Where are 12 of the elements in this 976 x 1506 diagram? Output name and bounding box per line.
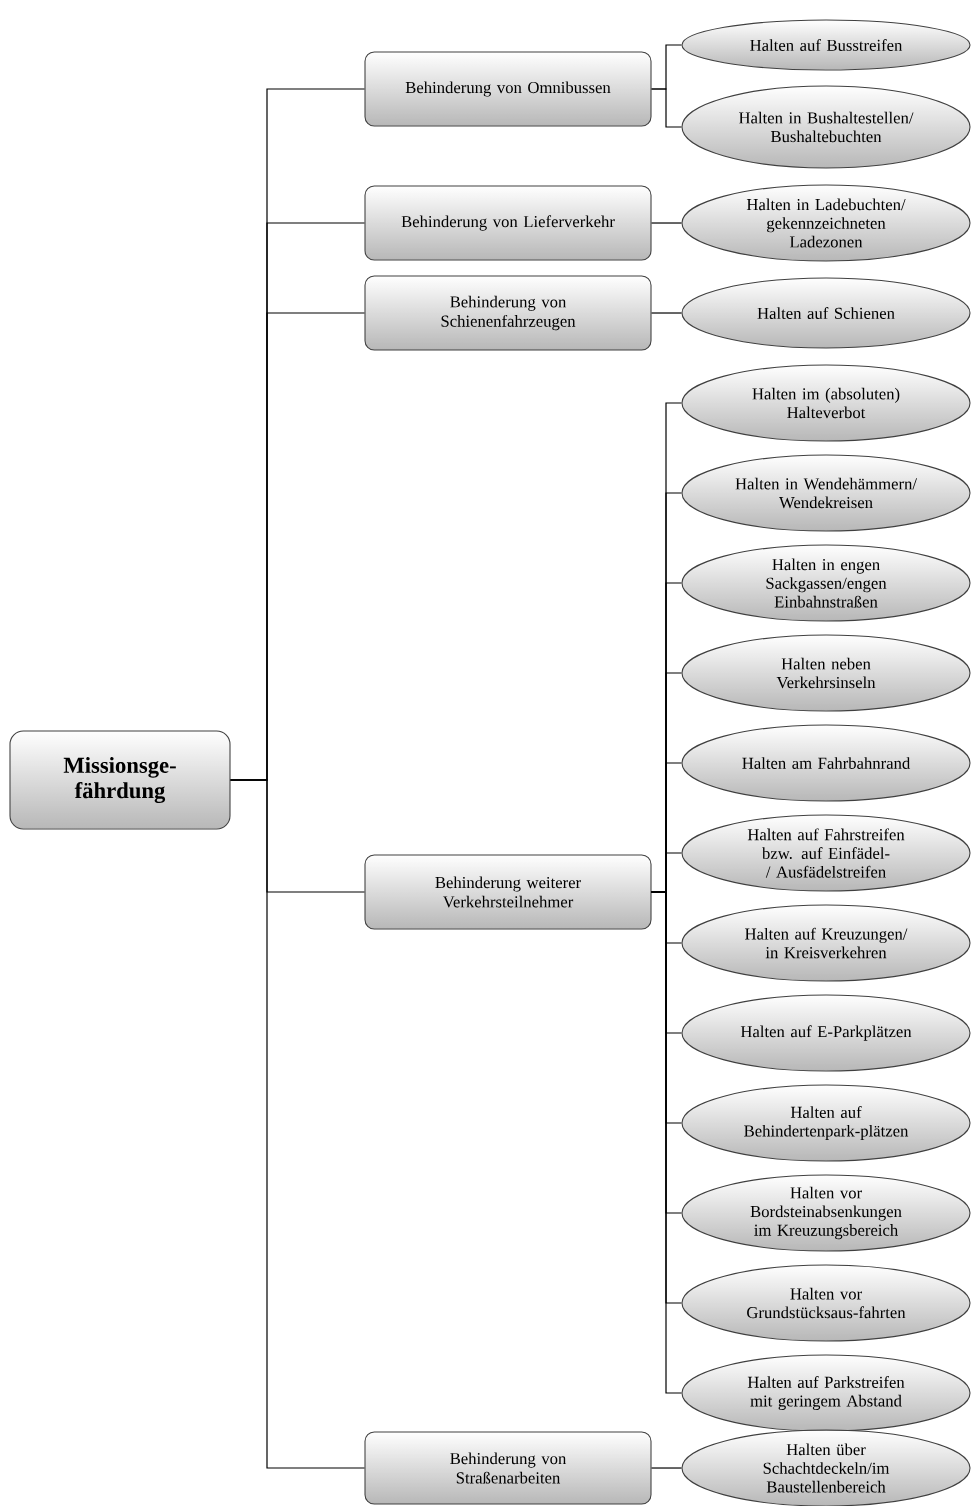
category-box: Behinderung von Lieferverkehr [364, 185, 652, 261]
connector-line [650, 88, 683, 128]
category-box: Behinderung von Schienenfahrzeugen [364, 275, 652, 351]
connector-line [650, 222, 683, 224]
connector-line [650, 312, 683, 314]
root-box: Missionsge-fährdung [9, 730, 231, 830]
connector-line [229, 779, 366, 1469]
category-box: Behinderung weiterer Verkehrsteilnehmer [364, 854, 652, 930]
category-box: Behinderung von Omnibussen [364, 51, 652, 127]
connector-line [650, 1467, 683, 1469]
connector-line [650, 891, 683, 1394]
category-box: Behinderung von Straßenarbeiten [364, 1431, 652, 1505]
